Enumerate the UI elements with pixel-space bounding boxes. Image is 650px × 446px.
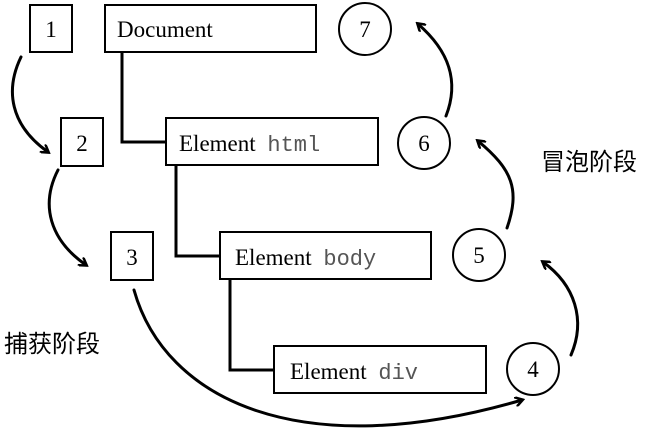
node-document-label: Document	[117, 17, 213, 42]
node-div: Element div	[273, 345, 487, 394]
arrow-3-to-4	[132, 288, 522, 428]
node-body-tag: body	[323, 247, 376, 272]
node-div-tag: div	[378, 361, 418, 386]
capture-step-3: 3	[110, 231, 154, 281]
node-document: Document	[104, 4, 317, 53]
svg-text:6: 6	[418, 131, 430, 156]
svg-text:3: 3	[126, 245, 138, 270]
node-body-label: Element	[235, 245, 312, 270]
tree-connector-body-div	[228, 279, 274, 372]
arrow-2-to-3	[47, 168, 86, 265]
arrow-5-to-6	[478, 141, 515, 230]
svg-text:7: 7	[359, 17, 371, 42]
capture-step-1: 1	[29, 4, 73, 53]
node-html-tag: html	[267, 133, 320, 158]
bubble-phase-label: 冒泡阶段	[541, 148, 637, 176]
svg-text:2: 2	[76, 131, 88, 156]
svg-text:1: 1	[45, 17, 57, 42]
capture-step-2: 2	[60, 117, 104, 167]
tree-connector-document-html	[120, 52, 166, 144]
arrow-4-to-5	[543, 262, 580, 357]
svg-text:Element div: Element div	[290, 359, 418, 386]
bubble-step-5: 5	[452, 228, 506, 282]
node-div-label: Element	[290, 359, 367, 384]
tree-connector-html-body	[174, 165, 220, 258]
svg-text:5: 5	[473, 243, 485, 268]
capture-phase-label: 捕获阶段	[4, 330, 100, 358]
node-body: Element body	[219, 231, 432, 280]
arrow-1-to-2	[10, 55, 48, 152]
node-html: Element html	[165, 117, 379, 166]
node-html-label: Element	[179, 131, 256, 156]
svg-text:Element body: Element body	[235, 245, 376, 272]
bubble-step-6: 6	[397, 116, 451, 170]
svg-text:Element html: Element html	[179, 131, 320, 158]
bubble-step-7: 7	[338, 2, 392, 56]
bubble-step-4: 4	[506, 342, 560, 396]
svg-text:4: 4	[527, 357, 539, 382]
arrow-6-to-7	[418, 24, 454, 118]
